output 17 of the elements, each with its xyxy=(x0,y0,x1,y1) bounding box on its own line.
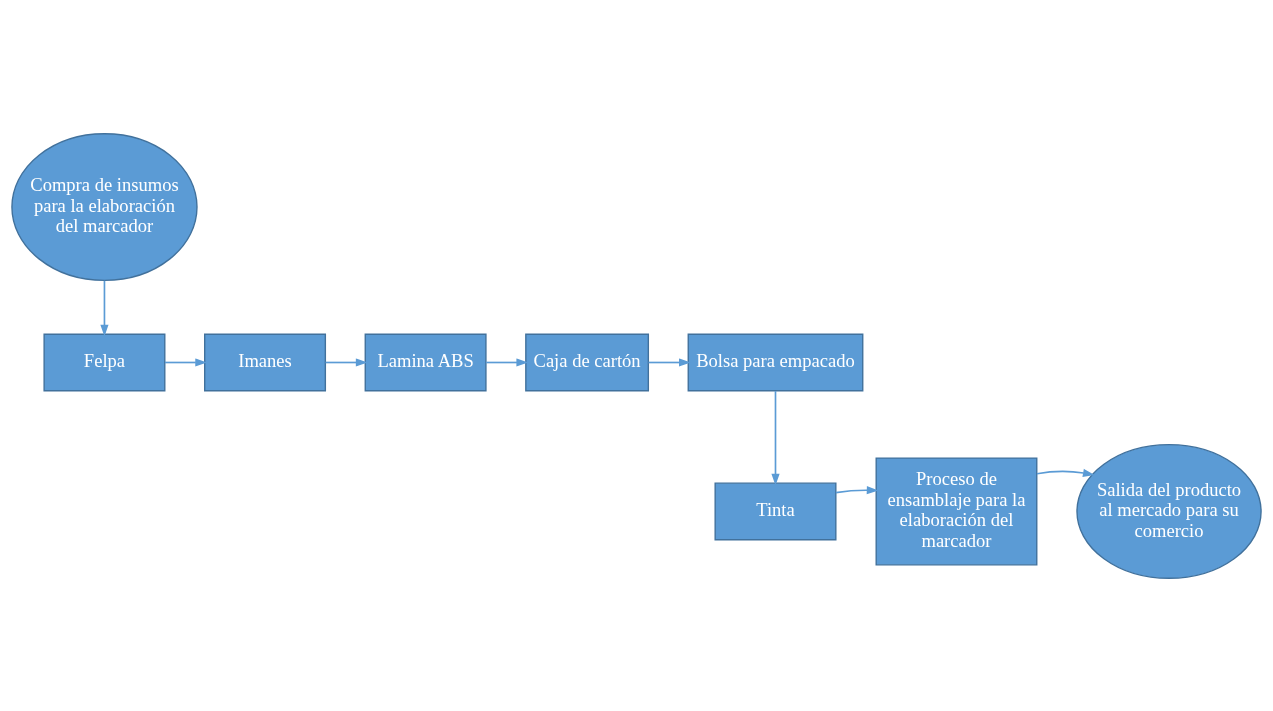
node-box: Caja de cartón xyxy=(525,333,650,391)
arrow xyxy=(324,357,368,367)
arrow xyxy=(1036,468,1095,477)
node-box: Felpa xyxy=(43,333,166,391)
node-box: Lamina ABS xyxy=(364,333,487,391)
arrow xyxy=(164,357,207,367)
node-box: Imanes xyxy=(204,333,327,391)
node-ellipse: Salida del producto al mercado para su comercio xyxy=(1076,443,1262,579)
arrow xyxy=(485,357,529,367)
node-box: Proceso de ensamblaje para la elaboración del marcador xyxy=(875,456,1038,566)
arrow xyxy=(835,485,879,494)
node-box: Bolsa para empacado xyxy=(687,333,864,391)
arrow xyxy=(771,389,780,485)
arrow xyxy=(647,357,691,367)
node-ellipse: Compra de insumos para la elaboración del marcador xyxy=(11,132,198,281)
arrow xyxy=(100,279,109,336)
node-box: Tinta xyxy=(714,481,837,540)
